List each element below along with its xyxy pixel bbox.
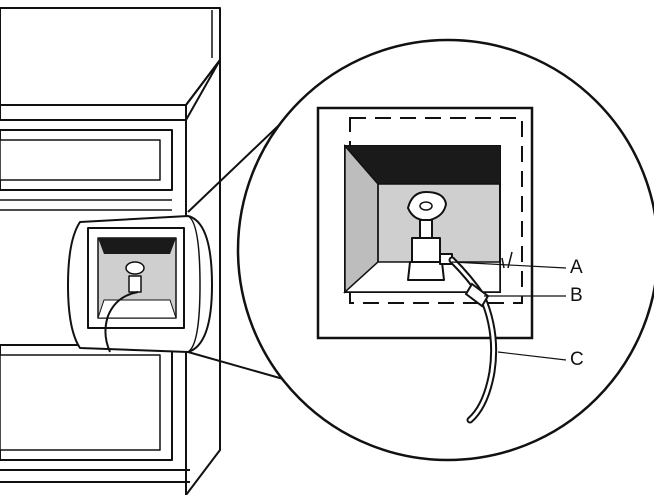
callout-label-b: B: [570, 285, 583, 306]
small-valve-body-icon: [128, 275, 142, 293]
valve-stem-icon: [419, 219, 433, 239]
countertop-side-line: [185, 59, 221, 106]
small-box-housing-edge: [187, 215, 201, 353]
water-tube-core: [450, 258, 496, 422]
valve-body-icon: [411, 237, 441, 263]
small-wall-box: [67, 215, 213, 353]
drawer-inset: [0, 139, 161, 181]
small-box-recess-top: [98, 238, 176, 254]
callout-label-a: A: [570, 257, 583, 278]
valve-nut-icon: [407, 261, 445, 281]
leader-line-a: [451, 261, 567, 269]
compression-nut-icon: [464, 282, 490, 308]
callout-leaders: [451, 261, 567, 361]
callout-label-c: C: [570, 349, 584, 370]
countertop: [0, 7, 221, 106]
magnified-view: [236, 38, 654, 462]
valve-handle-hole-icon: [419, 201, 433, 211]
cabinet-door-inset: [0, 354, 161, 451]
wall-box-recess-top-shadow: [345, 146, 500, 184]
small-valve-handle-icon: [125, 261, 145, 275]
countertop-front-edge: [0, 104, 187, 121]
box-hidden-outline: [349, 117, 523, 304]
small-water-tube: [104, 291, 139, 353]
water-line: [448, 256, 498, 424]
small-box-recess-floor: [97, 299, 177, 319]
leader-line-c: [497, 351, 567, 361]
shutoff-valve: [407, 191, 453, 281]
wall-box-frame: [316, 106, 534, 340]
